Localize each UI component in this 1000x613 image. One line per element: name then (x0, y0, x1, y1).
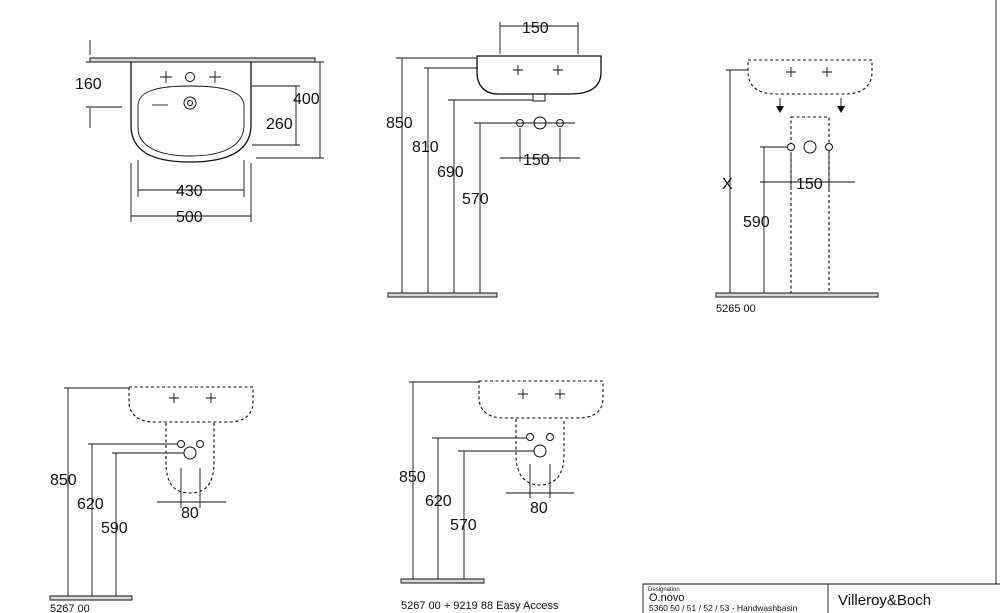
dim-590: 590 (743, 214, 770, 231)
dim-570: 570 (462, 191, 489, 208)
drain-inner-icon (187, 100, 193, 106)
title-description: 5360 50 / 51 / 52 / 53 - Handwashbasin (649, 603, 798, 613)
dim-80: 80 (181, 505, 199, 522)
title-series: O.novo (649, 592, 684, 604)
dim-850: 850 (386, 115, 413, 132)
tap-hole-markers (518, 389, 565, 399)
waste-holes (177, 440, 204, 460)
dim-500: 500 (176, 209, 203, 226)
dim-690: 690 (437, 164, 464, 181)
basin-outline (130, 62, 252, 163)
basin-outline (747, 59, 873, 95)
semi-pedestal-view: 850 620 590 80 5267 00 (49, 386, 254, 613)
dim-150: 150 (796, 176, 823, 193)
easy-access-view: 850 620 570 80 5267 00 + 9219 88 Easy Ac… (399, 380, 604, 612)
tap-hole-markers (786, 67, 832, 77)
pedestal-view: 150 X 590 5265 00 (715, 59, 879, 315)
title-field-label: Designation (648, 587, 680, 593)
title-block: Designation O.novo 5360 50 / 51 / 52 / 5… (642, 583, 1000, 613)
article-5265: 5265 00 (716, 303, 756, 315)
dim-620: 620 (425, 493, 452, 510)
brand-logo: Villeroy&Boch (838, 592, 931, 609)
trap-cover-outline (515, 419, 565, 486)
floor-line (49, 595, 133, 601)
dim-590: 590 (101, 520, 128, 537)
side-view: 150 150 850 810 690 570 (386, 20, 602, 298)
dim-160: 160 (75, 76, 102, 93)
article-5267: 5267 00 (50, 603, 90, 613)
floor-line (400, 578, 485, 584)
dim-570: 570 (450, 517, 477, 534)
basin-outline (476, 55, 602, 95)
tap-hole-markers (169, 393, 216, 403)
dim-80: 80 (530, 500, 548, 517)
basin-outline (478, 380, 604, 419)
dim-150-top: 150 (522, 20, 549, 37)
floor-line (715, 292, 879, 298)
top-view: 160 400 260 430 500 (75, 40, 324, 226)
dim-620: 620 (77, 496, 104, 513)
floor-line (387, 292, 498, 298)
arrow-right-head (837, 106, 845, 113)
dim-810: 810 (412, 139, 439, 156)
waste-holes (787, 140, 833, 154)
dim-260: 260 (266, 116, 293, 133)
dim-x: X (722, 176, 733, 193)
dim-850: 850 (50, 472, 77, 489)
semi-pedestal-outline (165, 423, 215, 494)
waste-holes (526, 433, 554, 458)
waste-outlet (532, 94, 546, 102)
tap-hole-markers (513, 65, 563, 75)
article-easy-access: 5267 00 + 9219 88 Easy Access (401, 600, 559, 612)
tap-hole-markers (160, 71, 221, 83)
bowl-outline (137, 85, 245, 157)
arrow-left-head (776, 106, 784, 113)
dim-150-bottom: 150 (523, 152, 550, 169)
dim-850: 850 (399, 469, 426, 486)
basin-outline (128, 386, 254, 423)
dim-430: 430 (176, 183, 203, 200)
wall-strip (89, 57, 316, 63)
dim-400: 400 (293, 91, 320, 108)
